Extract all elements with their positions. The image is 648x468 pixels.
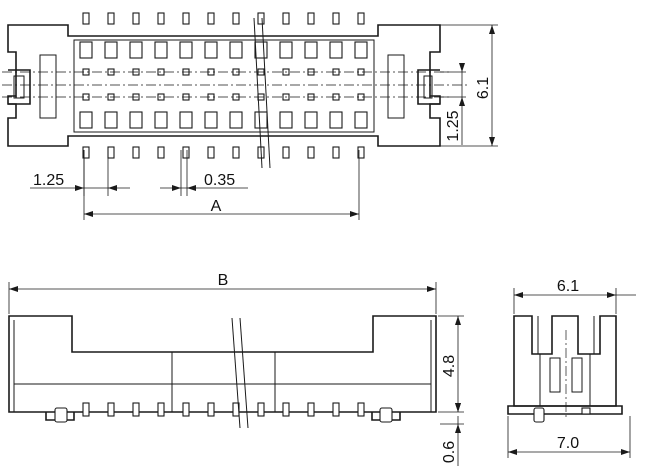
contact-lower xyxy=(329,111,343,129)
dim-label-side-width-base: 7.0 xyxy=(557,435,579,452)
pin-tail-top xyxy=(107,12,115,25)
front-pin xyxy=(132,402,140,417)
front-pin xyxy=(257,402,265,417)
front-view-break-mark xyxy=(231,317,249,429)
pin-tail-top xyxy=(307,12,315,25)
contact-lower xyxy=(304,111,318,129)
pin-tail-bottom xyxy=(232,146,240,159)
front-pin xyxy=(307,402,315,417)
dim-label-height-total: 6.1 xyxy=(475,77,492,99)
contact-lower xyxy=(229,111,243,129)
dim-top-height: 6.1 xyxy=(440,24,498,147)
pin-tail-top xyxy=(207,12,215,25)
contact-upper xyxy=(179,41,193,59)
side-view-peg xyxy=(533,407,545,423)
pin-tail-bottom xyxy=(357,146,365,159)
pin-tail-bottom xyxy=(157,146,165,159)
contact-lower xyxy=(279,111,293,129)
pin-tail-top xyxy=(157,12,165,25)
side-view-contact-left xyxy=(549,357,561,393)
front-view-housing-outline xyxy=(8,315,437,413)
contact-lower xyxy=(354,111,368,129)
pin-tail-top xyxy=(82,12,90,25)
top-view-inner-cavity xyxy=(73,39,375,133)
dim-label-pin-width: 0.35 xyxy=(204,172,235,189)
dim-side-width-top: 6.1 xyxy=(513,278,636,314)
contact-lower xyxy=(79,111,93,129)
front-view: B 4.8 0.6 xyxy=(8,272,464,466)
contact-upper xyxy=(329,41,343,59)
front-pin xyxy=(357,402,365,417)
dim-top-length-a: A xyxy=(83,150,360,220)
dim-front-height: 4.8 xyxy=(438,315,464,413)
side-view-pin xyxy=(581,407,591,415)
dim-front-standoff: 0.6 xyxy=(440,403,464,466)
front-pin xyxy=(182,402,190,417)
front-pin xyxy=(107,402,115,417)
contact-upper xyxy=(254,41,268,59)
pin-tail-bottom xyxy=(307,146,315,159)
pin-tail-bottom xyxy=(107,146,115,159)
top-view-left-latch xyxy=(8,54,57,119)
dim-label-height: 4.8 xyxy=(441,355,458,377)
top-view-housing-outline xyxy=(7,24,441,147)
front-view-peg-right xyxy=(379,407,393,423)
contact-upper xyxy=(304,41,318,59)
dim-side-width-base: 7.0 xyxy=(507,416,631,458)
dim-label-pitch-horizontal: 1.25 xyxy=(33,172,64,189)
dim-top-pin-width: 0.35 xyxy=(160,150,248,196)
front-view-peg-left xyxy=(54,407,68,423)
side-view-contact-right xyxy=(571,357,583,393)
top-view-right-latch xyxy=(387,54,440,119)
pin-tail-top xyxy=(332,12,340,25)
pin-tail-top xyxy=(132,12,140,25)
pin-tail-top xyxy=(257,12,265,25)
contact-lower xyxy=(179,111,193,129)
dim-top-vertical-pitch: 1.25 xyxy=(440,63,466,145)
contact-upper xyxy=(229,41,243,59)
pin-tail-bottom xyxy=(132,146,140,159)
front-pin xyxy=(157,402,165,417)
contact-lower xyxy=(254,111,268,129)
front-pin xyxy=(82,402,90,417)
side-view-base-flange xyxy=(507,405,623,415)
dim-label-standoff: 0.6 xyxy=(441,441,458,463)
contact-upper xyxy=(79,41,93,59)
pin-tail-bottom xyxy=(282,146,290,159)
dim-top-horizontal-pitch: 1.25 xyxy=(30,150,130,196)
contact-upper xyxy=(154,41,168,59)
pin-tail-top xyxy=(357,12,365,25)
pin-tail-bottom xyxy=(207,146,215,159)
dim-front-length-b: B xyxy=(8,272,437,314)
contact-upper xyxy=(204,41,218,59)
top-view-pin-array xyxy=(79,12,368,159)
contact-upper xyxy=(129,41,143,59)
dim-label-length-a: A xyxy=(211,198,222,215)
contact-upper xyxy=(279,41,293,59)
pin-tail-top xyxy=(182,12,190,25)
pin-tail-bottom xyxy=(332,146,340,159)
contact-lower xyxy=(129,111,143,129)
contact-lower xyxy=(204,111,218,129)
pin-tail-top xyxy=(282,12,290,25)
pin-tail-top xyxy=(232,12,240,25)
front-pin xyxy=(332,402,340,417)
pin-tail-bottom xyxy=(82,146,90,159)
side-view-housing-outline xyxy=(513,315,617,407)
contact-lower xyxy=(104,111,118,129)
contact-lower xyxy=(154,111,168,129)
top-view: 6.1 1.25 1.25 0.35 xyxy=(2,12,498,220)
contact-upper xyxy=(104,41,118,59)
front-pin xyxy=(282,402,290,417)
dim-label-pitch-vertical: 1.25 xyxy=(445,110,462,141)
dim-label-side-width-top: 6.1 xyxy=(557,278,579,295)
contact-upper xyxy=(354,41,368,59)
dim-label-length-b: B xyxy=(218,272,229,289)
front-pin xyxy=(207,402,215,417)
top-view-break-mark xyxy=(253,17,271,169)
side-view: 6.1 7.0 xyxy=(507,278,636,458)
pin-tail-bottom xyxy=(182,146,190,159)
front-view-pin-row xyxy=(82,402,365,417)
